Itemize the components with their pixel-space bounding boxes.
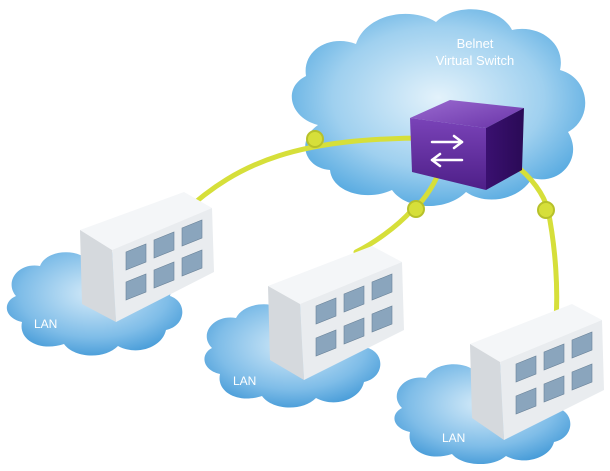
cloud-title-line2: Virtual Switch: [436, 53, 515, 68]
lan-label-middle: LAN: [233, 374, 256, 388]
link-nodes: [306, 130, 555, 219]
link-node-middle: [407, 200, 425, 218]
link-node-right: [537, 201, 555, 219]
link-right-vertical: [545, 207, 560, 323]
link-node-left: [306, 130, 324, 148]
building-right: [470, 304, 604, 440]
building-left: [80, 192, 214, 322]
switch-cube: [410, 100, 524, 190]
lan-label-right: LAN: [442, 431, 465, 445]
switch-arrows-icon: [430, 134, 464, 168]
link-arc: [179, 135, 551, 217]
building-middle: [268, 246, 404, 380]
cloud-title-line1: Belnet: [457, 36, 494, 51]
lan-label-left: LAN: [34, 317, 57, 331]
